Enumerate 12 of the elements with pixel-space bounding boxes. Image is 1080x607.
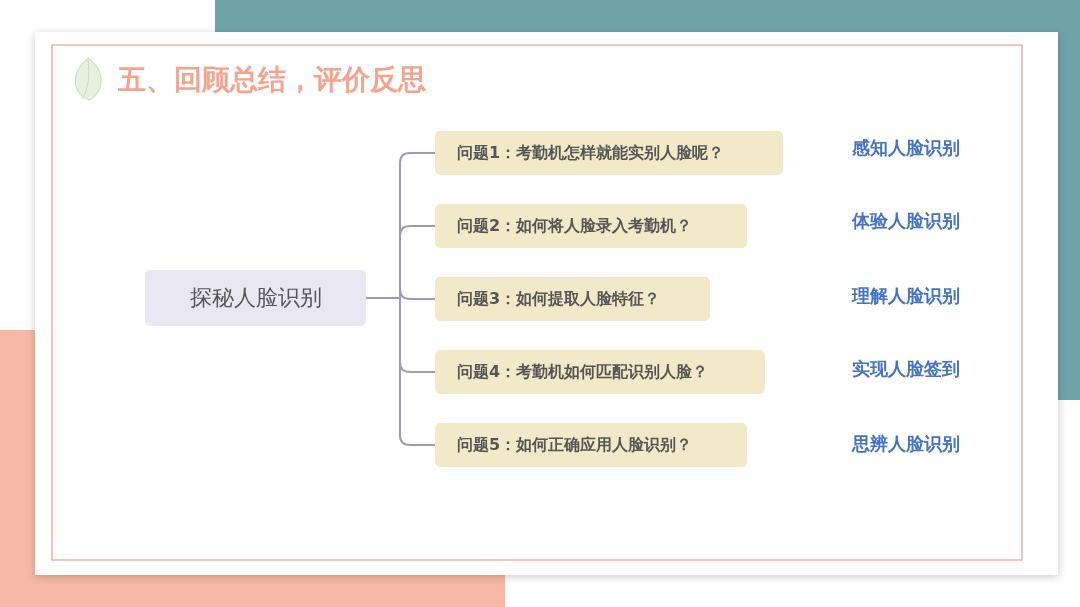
question-box: 问题3：如何提取人脸特征？ xyxy=(435,277,710,321)
stage-label: 思辨人脸识别 xyxy=(852,432,960,456)
slide-title: 五、回顾总结，评价反思 xyxy=(118,62,426,98)
question-box: 问题5：如何正确应用人脸识别？ xyxy=(435,423,747,467)
stage-label: 理解人脸识别 xyxy=(852,284,960,308)
question-box: 问题1：考勤机怎样就能实别人脸呢？ xyxy=(435,131,783,175)
question-box: 问题2：如何将人脸录入考勤机？ xyxy=(435,204,747,248)
question-box: 问题4：考勤机如何匹配识别人脸？ xyxy=(435,350,765,394)
stage-label: 体验人脸识别 xyxy=(852,209,960,233)
stage-label: 实现人脸签到 xyxy=(852,357,960,381)
stage-label: 感知人脸识别 xyxy=(852,136,960,160)
topic-box: 探秘人脸识别 xyxy=(145,270,366,326)
